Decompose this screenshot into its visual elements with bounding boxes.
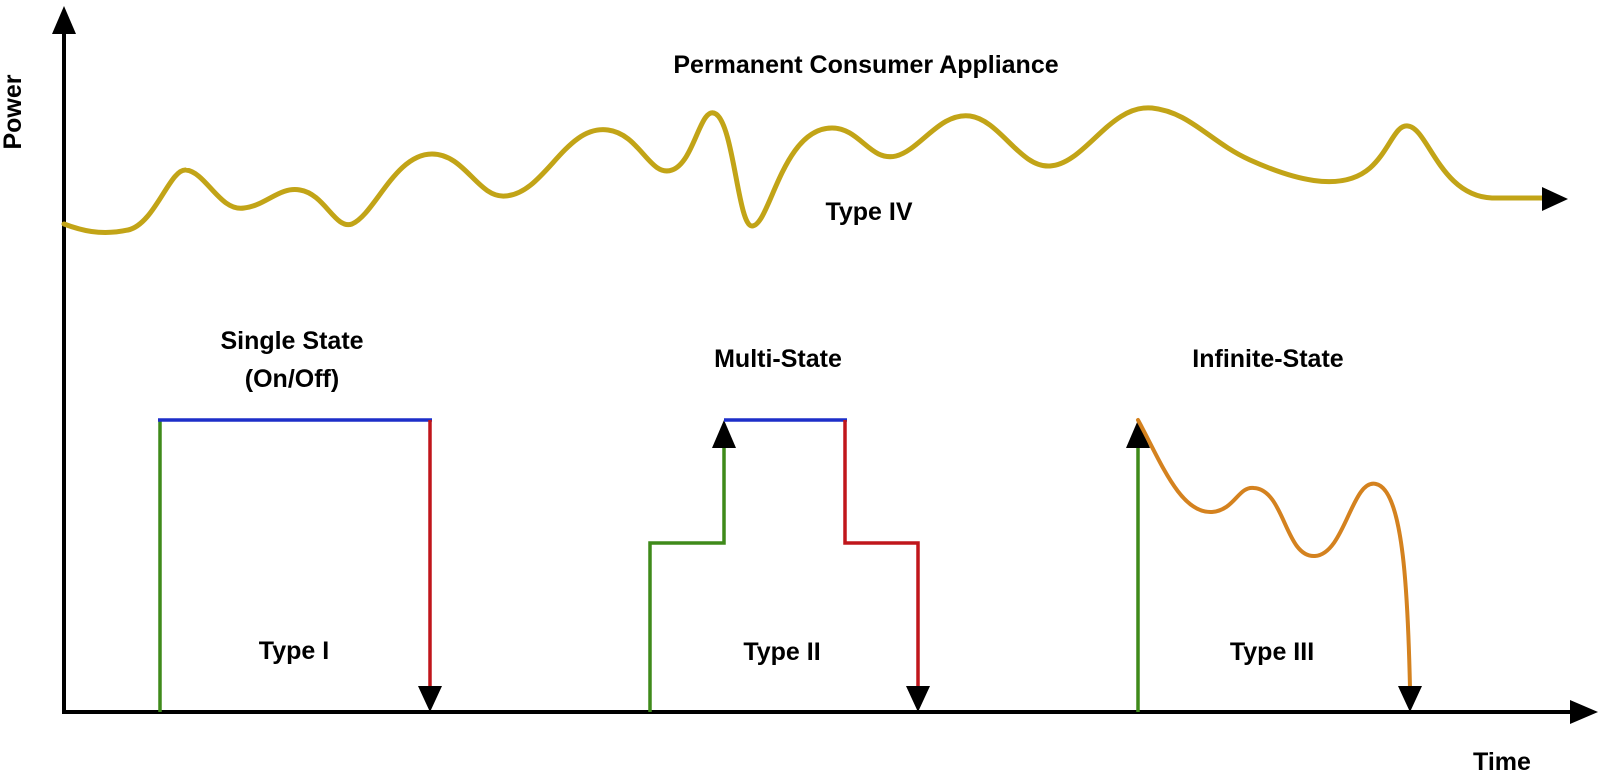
permanent-title: Permanent Consumer Appliance <box>673 51 1058 79</box>
type-iii-variable-curve <box>1136 418 1412 690</box>
type-i-label: Type I <box>259 637 329 665</box>
x-axis-label: Time <box>1473 748 1531 775</box>
type-ii-label: Type II <box>743 638 820 666</box>
x-axis-arrowhead <box>1570 700 1598 724</box>
type-iv-label: Type IV <box>825 198 912 226</box>
single-state-label-line2: (On/Off) <box>245 365 339 393</box>
y-axis-arrowhead <box>52 6 76 34</box>
type-iii-on-arrowhead <box>1126 420 1150 448</box>
type-ii-off-arrowhead <box>906 686 930 712</box>
infinite-state-label: Infinite-State <box>1192 345 1343 373</box>
single-state-label-line1: Single State <box>220 327 363 355</box>
axes <box>52 6 1598 724</box>
type-ii-switch-off-steps <box>843 420 920 688</box>
type-iii-label: Type III <box>1230 638 1314 666</box>
permanent-consumer-curve <box>61 105 1547 235</box>
type-i-off-arrowhead <box>418 686 442 712</box>
multi-state-label: Multi-State <box>714 345 842 373</box>
type-i-single-state-profile <box>158 418 442 712</box>
type-iv-permanent-curve <box>61 105 1568 235</box>
type-iii-infinite-state-profile <box>1126 418 1422 712</box>
y-axis-label: Power <box>0 74 27 149</box>
type-iii-off-arrowhead <box>1398 686 1422 712</box>
type-ii-switch-on-steps <box>648 448 726 712</box>
type-ii-on-arrowhead <box>712 420 736 448</box>
permanent-curve-arrowhead <box>1542 187 1568 211</box>
type-ii-multi-state-profile <box>648 418 930 712</box>
